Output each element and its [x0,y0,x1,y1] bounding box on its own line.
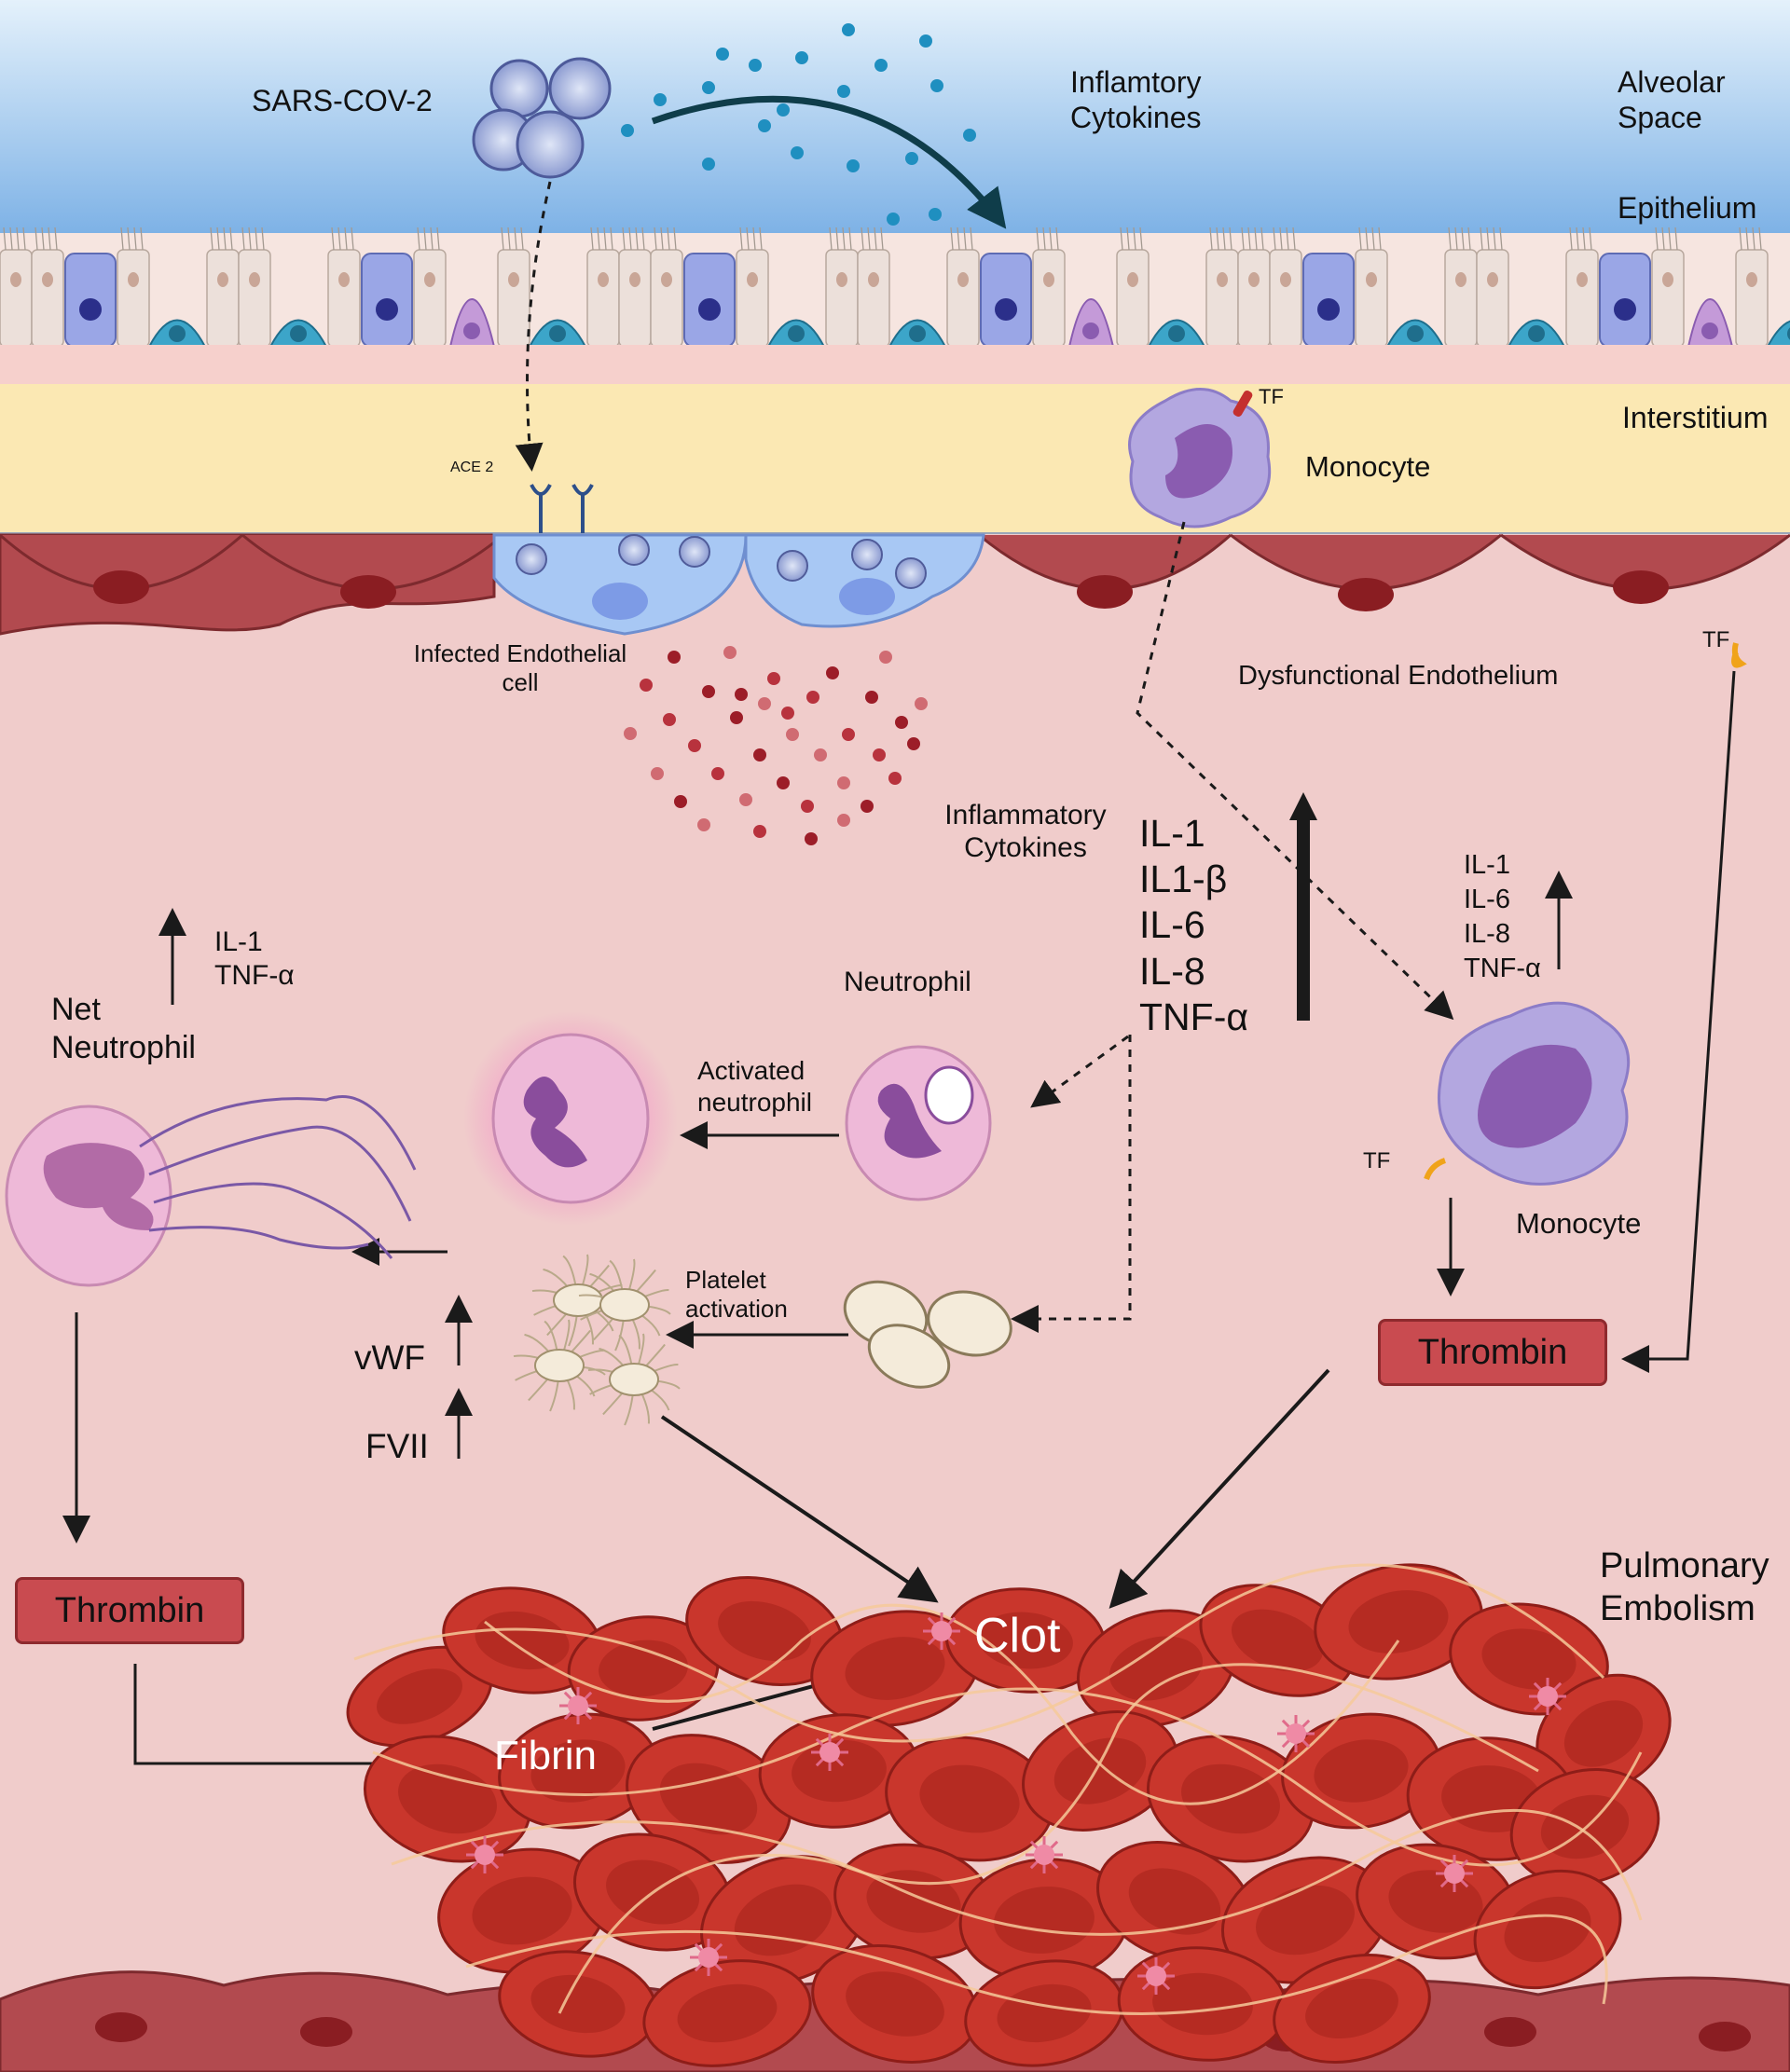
label-inflammatory-cytokines: Inflammatory Cytokines [944,800,1107,864]
label-tf-monocyte: TF [1363,1148,1391,1173]
thrombin-right-box: Thrombin [1378,1319,1607,1386]
monocyte-top [1128,388,1272,528]
label-monocyte-cytokines: IL-1 IL-6 IL-8 TNF-α [1464,850,1541,984]
inflammatory-cytokine-particles [624,646,928,845]
cytokine-arrow [651,95,1007,229]
label-tf-top: TF [1259,385,1284,408]
label-dysfunctional-endothelium: Dysfunctional Endothelium [1238,661,1559,691]
label-cytokine-list: IL-1 IL1-β IL-6 IL-8 TNF-α [1139,812,1249,1038]
ace2-receptors [530,484,594,533]
label-interstitium: Interstitium [1622,401,1769,434]
label-vwf: vWF [354,1338,426,1377]
label-infected-endothelial-cell: Infected Endothelial cell [413,639,627,696]
epithelium-layer [0,226,1790,384]
label-monocyte-top: Monocyte [1305,450,1431,483]
monocyte-bottom [1424,1001,1631,1186]
interstitium [0,384,1790,533]
net-neutrophil [5,1095,417,1287]
neutrophil [845,1045,992,1201]
label-tf-right: TF [1702,627,1730,652]
label-platelet-activation: Platelet activation [685,1266,788,1324]
label-fvii: FVII [365,1427,429,1465]
label-ace2: ACE 2 [450,460,494,475]
label-monocyte-bottom: Monocyte [1516,1207,1642,1240]
activated-neutrophil [463,1011,678,1226]
label-clot: Clot [974,1609,1061,1663]
endothelium-layer [0,533,1790,636]
sars-cov-2-virus [472,57,612,179]
label-inflamtory-cytokines: Inflamtory Cytokines [1070,65,1202,134]
label-fibrin: Fibrin [494,1733,598,1778]
label-net-cytokines: IL-1 TNF-α [214,926,295,991]
cytokine-particles [621,23,976,226]
thrombin-left-box: Thrombin [15,1577,244,1644]
label-alveolar-space: Alveolar Space [1618,65,1726,134]
clot-red-blood-cells [346,1563,1672,2067]
label-net-neutrophil: Net Neutrophil [51,992,196,1065]
resting-platelets [843,1280,1012,1389]
label-activated-neutrophil: Activated neutrophil [697,1056,812,1117]
alveolar-space [0,0,1790,233]
label-pulmonary-embolism: Pulmonary Embolism [1600,1546,1769,1628]
label-sars-cov-2: SARS-COV-2 [252,84,433,117]
label-neutrophil: Neutrophil [844,967,971,997]
label-epithelium: Epithelium [1618,191,1757,225]
activated-platelets [513,1254,681,1426]
